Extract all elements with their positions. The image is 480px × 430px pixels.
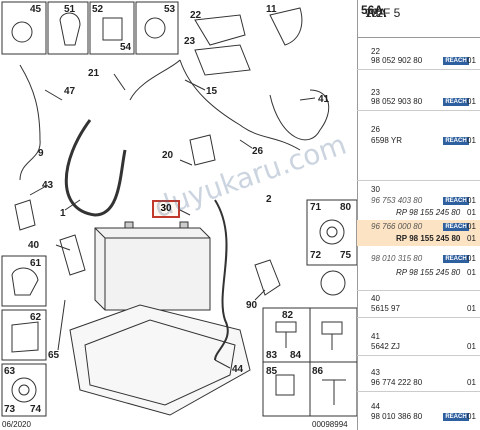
callout-20: 20	[162, 150, 174, 161]
section-23: 23 98 052 903 80 REACH 01	[357, 85, 480, 111]
callout-63: 63	[4, 366, 16, 377]
reach-badge: REACH	[443, 255, 469, 263]
inset-box-45	[1, 1, 47, 55]
callout-43: 43	[42, 180, 54, 191]
section-41: 41 5642 ZJ 01	[357, 330, 480, 356]
part-row[interactable]: 98 052 902 80 REACH 01	[371, 56, 476, 65]
panel-header: W2F 5 56A 10A	[357, 0, 480, 38]
part-row[interactable]: 5642 ZJ 01	[371, 342, 476, 351]
callout-41: 41	[318, 94, 330, 105]
reach-badge: REACH	[443, 98, 469, 106]
part-row[interactable]: 98 052 903 80 REACH 01	[371, 97, 476, 106]
callout-80: 80	[340, 202, 352, 213]
parts-diagram: 45 51 52 53 22 23 11 54 21 15 47 41 9 26…	[1, 0, 358, 430]
callout-26: 26	[252, 146, 264, 157]
footer-code: 00098994	[312, 420, 348, 429]
inset-box-71-75	[306, 199, 357, 266]
callout-21: 21	[88, 68, 100, 79]
reach-badge: REACH	[443, 137, 469, 145]
callout-22: 22	[190, 10, 202, 21]
callout-52: 52	[92, 4, 104, 15]
callout-23: 23	[184, 36, 196, 47]
replacement-row[interactable]: RP 98 155 245 80 01	[396, 268, 476, 277]
callout-86: 86	[312, 366, 324, 377]
replacement-row[interactable]: RP 98 155 245 80 01	[396, 234, 476, 243]
diagram-drawing	[1, 1, 357, 417]
callout-62: 62	[30, 312, 42, 323]
callout-71: 71	[310, 202, 322, 213]
part-row[interactable]: 98 010 386 80 REACH 01	[371, 412, 476, 421]
part-row[interactable]: 96 753 403 80 REACH 01	[371, 196, 476, 205]
callout-83: 83	[266, 350, 278, 361]
selected-callout-30[interactable]: 30	[152, 200, 180, 218]
section-30: 30 96 753 403 80 REACH 01 RP 98 155 245 …	[357, 182, 480, 291]
part-row[interactable]: 5615 97 01	[371, 304, 476, 313]
section-43: 43 96 774 222 80 01	[357, 366, 480, 392]
callout-73: 73	[4, 404, 16, 415]
inset-box-63	[1, 363, 47, 417]
reach-badge: REACH	[443, 413, 469, 421]
replacement-row[interactable]: RP 98 155 245 80 01	[396, 208, 476, 217]
inset-box-62	[1, 309, 47, 361]
callout-75: 75	[340, 250, 352, 261]
callout-1: 1	[60, 208, 66, 219]
section-26: 26 6598 YR REACH 01	[357, 120, 480, 181]
inset-box-52-54	[89, 1, 135, 55]
callout-44: 44	[232, 364, 244, 375]
callout-90: 90	[246, 300, 258, 311]
reach-badge: REACH	[443, 197, 469, 205]
part-row[interactable]: 96 766 000 80 REACH 01	[371, 222, 476, 231]
callout-82: 82	[282, 310, 294, 321]
inset-box-51	[47, 1, 89, 55]
callout-74: 74	[30, 404, 42, 415]
callout-47: 47	[64, 86, 76, 97]
part-row[interactable]: 98 010 315 80 REACH 01	[371, 254, 476, 263]
inset-box-53	[135, 1, 179, 55]
reach-badge: REACH	[443, 57, 469, 65]
callout-61: 61	[30, 258, 42, 269]
callout-65: 65	[48, 350, 60, 361]
header-code: W2F 5 56A 10A	[361, 3, 401, 20]
callout-2: 2	[266, 194, 272, 205]
callout-11: 11	[266, 4, 277, 15]
footer-date: 06/2020	[2, 420, 31, 429]
callout-53: 53	[164, 4, 176, 15]
callout-45: 45	[30, 4, 42, 15]
callout-15: 15	[206, 86, 218, 97]
callout-9: 9	[38, 148, 44, 159]
part-row[interactable]: 96 774 222 80 01	[371, 378, 476, 387]
callout-54: 54	[120, 42, 132, 53]
callout-51: 51	[64, 4, 76, 15]
section-22: 22 98 052 902 80 REACH 01	[357, 44, 480, 70]
callout-85: 85	[266, 366, 278, 377]
reach-badge: REACH	[443, 223, 469, 231]
callout-72: 72	[310, 250, 322, 261]
callout-84: 84	[290, 350, 302, 361]
callout-40: 40	[28, 240, 40, 251]
inset-box-61	[1, 255, 47, 307]
section-40: 40 5615 97 01	[357, 292, 480, 318]
part-row[interactable]: 6598 YR REACH 01	[371, 136, 476, 145]
parts-list-panel: W2F 5 56A 10A 22 98 052 902 80 REACH 01 …	[357, 0, 480, 430]
section-44: 44 98 010 386 80 REACH 01	[357, 400, 480, 430]
